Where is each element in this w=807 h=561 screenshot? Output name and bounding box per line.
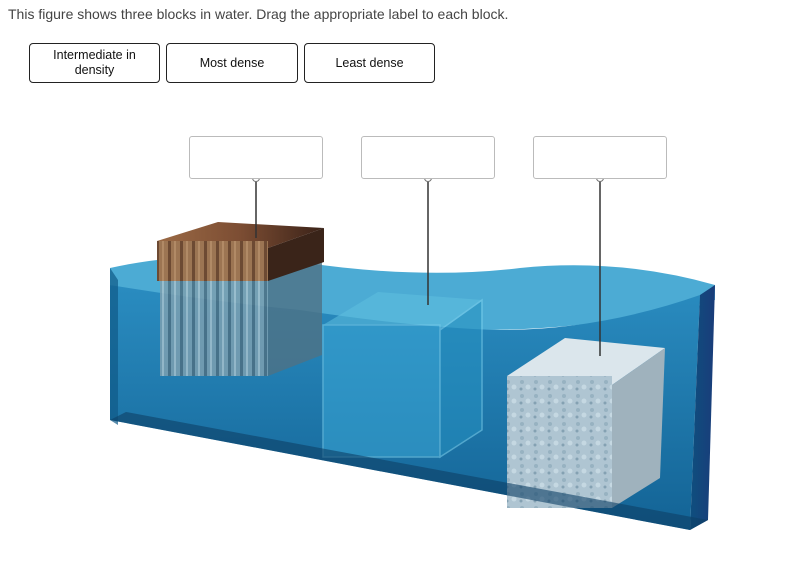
label-intermediate-in-density[interactable]: Intermediate in density: [29, 43, 160, 83]
drop-target-wood-block[interactable]: [189, 136, 323, 179]
water-side: [690, 285, 715, 530]
label-text: Least dense: [335, 55, 404, 70]
wood-block-submerged: [160, 280, 268, 376]
stone-block: [507, 338, 665, 508]
label-text: Intermediate in density: [53, 48, 136, 77]
label-least-dense[interactable]: Least dense: [304, 43, 435, 83]
wood-block-front: [157, 241, 268, 281]
label-text: Most dense: [199, 55, 265, 70]
leader-lines: [255, 179, 601, 356]
instruction-text: This figure shows three blocks in water.…: [8, 6, 509, 22]
drop-target-middle-block[interactable]: [361, 136, 495, 179]
label-most-dense[interactable]: Most dense: [166, 43, 298, 83]
transparent-block: [322, 292, 483, 459]
drop-target-stone-block[interactable]: [533, 136, 667, 179]
